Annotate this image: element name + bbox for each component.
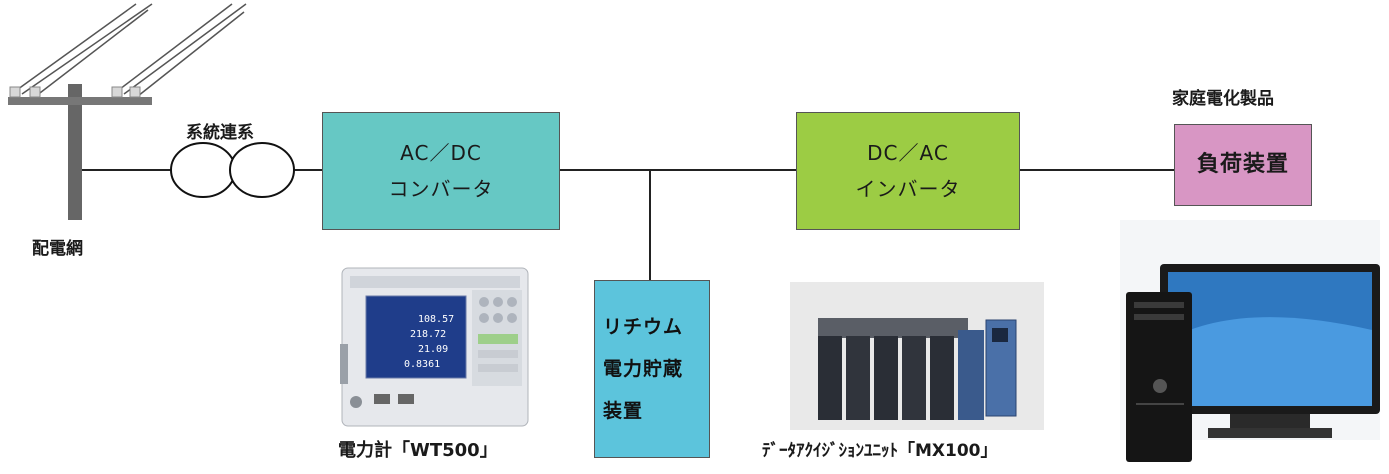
- dc-ac-inverter-box: DC／AC インバータ: [796, 112, 1020, 230]
- utility-pole-icon: [8, 84, 152, 220]
- battery-line2: 電力貯蔵: [603, 358, 684, 380]
- home-appliances-label: 家庭電化製品: [1172, 89, 1274, 109]
- ac-dc-converter-box: AC／DC コンバータ: [322, 112, 560, 230]
- power-meter-label: 電力計「WT500」: [338, 440, 498, 461]
- desktop-pc-image: [1120, 220, 1380, 462]
- interconnection-label: 系統連系: [186, 123, 254, 143]
- dc-ac-subtitle: インバータ: [855, 177, 961, 201]
- meter-value-2: 218.72: [410, 329, 446, 340]
- ac-dc-title: AC／DC: [400, 141, 482, 165]
- load-device-box: 負荷装置: [1174, 124, 1312, 206]
- ac-dc-subtitle: コンバータ: [388, 177, 494, 201]
- lithium-battery-box: リチウム 電力貯蔵 装置: [594, 280, 710, 458]
- transformer-icon: [170, 142, 295, 198]
- meter-value-3: 21.09: [418, 344, 448, 355]
- connection-lines: [82, 169, 1174, 280]
- daq-unit-label: ﾃﾞｰﾀｱｸｲｼﾞｼｮﾝﾕﾆｯﾄ「MX100」: [762, 441, 998, 461]
- grid-label: 配電網: [32, 239, 83, 259]
- overhead-wires: [13, 3, 247, 97]
- dc-ac-title: DC／AC: [867, 141, 949, 165]
- meter-value-4: 0.8361: [404, 359, 440, 370]
- daq-unit-image: [790, 282, 1044, 430]
- meter-value-1: 108.57: [418, 314, 454, 325]
- battery-line3: 装置: [603, 400, 644, 422]
- power-meter-image: 108.57 218.72 21.09 0.8361: [340, 267, 529, 427]
- load-device-label: 負荷装置: [1196, 152, 1289, 178]
- battery-line1: リチウム: [603, 316, 684, 338]
